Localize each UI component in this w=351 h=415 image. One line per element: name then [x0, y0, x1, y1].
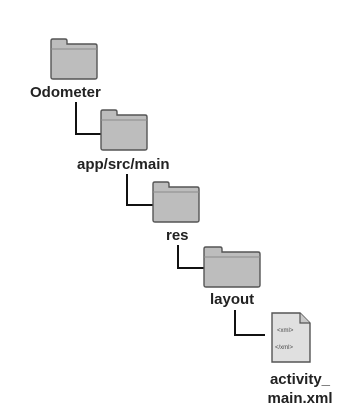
folder-icon: [150, 180, 202, 229]
file-label: activity_ main.xml: [250, 370, 350, 408]
xml-file-icon: <xml> </xml>: [264, 310, 316, 366]
file-label-line1: activity_: [269, 371, 331, 388]
tree-connector: [126, 174, 153, 206]
tree-connector: [177, 245, 204, 269]
folder-label-layout: layout: [210, 291, 255, 308]
tree-connector: [75, 102, 102, 135]
tree-connector: [234, 310, 265, 336]
folder-icon: [98, 108, 150, 157]
folder-label-odometer: Odometer: [30, 84, 101, 101]
folder-icon: [201, 245, 263, 294]
folder-icon: [48, 37, 100, 86]
xml-close-tag: </xml>: [275, 345, 294, 351]
file-label-line2: main.xml: [267, 390, 333, 407]
folder-label-app-src-main: app/src/main: [77, 156, 170, 173]
xml-open-tag: <xml>: [277, 328, 294, 334]
folder-label-res: res: [166, 227, 189, 244]
